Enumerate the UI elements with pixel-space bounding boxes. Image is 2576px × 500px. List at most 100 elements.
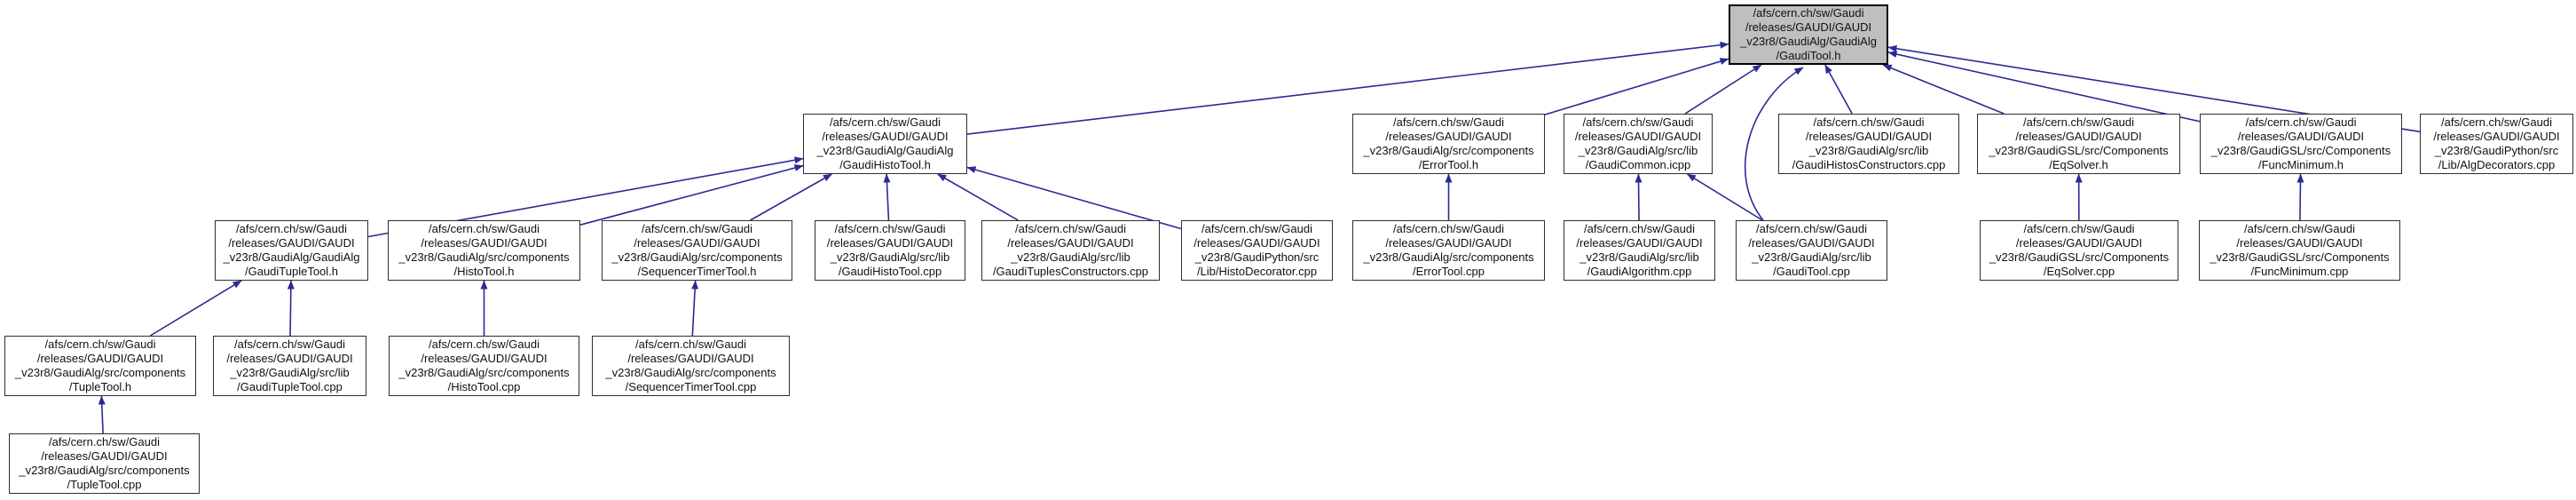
node-label-line: /afs/cern.ch/sw/Gaudi — [1813, 115, 1925, 129]
node-label-line: _v23r8/GaudiAlg/src/components — [14, 366, 186, 379]
node-label-line: _v23r8/GaudiAlg/GaudiAlg — [816, 144, 954, 157]
node-label-line: /releases/GAUDI/GAUDI — [1007, 236, 1134, 250]
node-label-line: /afs/cern.ch/sw/Gaudi — [642, 222, 752, 235]
graph-node-gaudihistosconstructors-cpp[interactable]: /afs/cern.ch/sw/Gaudi/releases/GAUDI/GAU… — [1778, 114, 1959, 174]
node-label-line: /afs/cern.ch/sw/Gaudi — [2245, 115, 2357, 129]
node-label-line: _v23r8/GaudiAlg/GaudiAlg — [1740, 35, 1877, 48]
node-label-line: /afs/cern.ch/sw/Gaudi — [1756, 222, 1867, 235]
node-label-line: /releases/GAUDI/GAUDI — [421, 236, 547, 250]
graph-node-gaudihistotool-cpp[interactable]: /afs/cern.ch/sw/Gaudi/releases/GAUDI/GAU… — [815, 220, 965, 281]
node-label-line: /GaudiHistoTool.h — [839, 158, 931, 171]
node-label-line: /GaudiTool.h — [1776, 49, 1841, 62]
node-label-line: /Lib/HistoDecorator.cpp — [1196, 265, 1318, 278]
graph-node-gauditupletool-h[interactable]: /afs/cern.ch/sw/Gaudi/releases/GAUDI/GAU… — [215, 220, 368, 281]
node-label-line: /releases/GAUDI/GAUDI — [634, 236, 760, 250]
node-label-line: /TupleTool.cpp — [67, 478, 142, 491]
node-label-line: /SequencerTimerTool.cpp — [625, 380, 757, 393]
node-label-line: /releases/GAUDI/GAUDI — [1574, 130, 1702, 143]
node-label-line: /GaudiAlgorithm.cpp — [1587, 265, 1692, 278]
edge-histodecorator-cpp-to-gaudihistotool-h — [966, 166, 1182, 230]
node-label-line: _v23r8/GaudiAlg/src/components — [398, 250, 570, 264]
edge-tupletool-h-to-gauditupletool-h — [149, 280, 242, 337]
graph-node-histotool-h[interactable]: /afs/cern.ch/sw/Gaudi/releases/GAUDI/GAU… — [388, 220, 580, 281]
graph-node-histotool-cpp[interactable]: /afs/cern.ch/sw/Gaudi/releases/GAUDI/GAU… — [389, 336, 579, 396]
graph-node-gaudihistotool-h[interactable]: /afs/cern.ch/sw/Gaudi/releases/GAUDI/GAU… — [803, 114, 967, 174]
node-label-line: /GaudiTupleTool.cpp — [237, 380, 343, 393]
node-label-line: /afs/cern.ch/sw/Gaudi — [1015, 222, 1126, 235]
graph-node-tupletool-h[interactable]: /afs/cern.ch/sw/Gaudi/releases/GAUDI/GAU… — [4, 336, 196, 396]
edge-gaudihistosconstructors-cpp-to-gauditool-h — [1824, 64, 1853, 115]
edge-sequencertimertool-cpp-to-sequencertimertool-h — [691, 280, 699, 337]
node-label-line: _v23r8/GaudiGSL/src/Components — [1989, 144, 2169, 157]
node-label-line: /afs/cern.ch/sw/Gaudi — [236, 222, 347, 235]
graph-node-sequencertimertool-cpp[interactable]: /afs/cern.ch/sw/Gaudi/releases/GAUDI/GAU… — [592, 336, 790, 396]
graph-node-errortool-cpp[interactable]: /afs/cern.ch/sw/Gaudi/releases/GAUDI/GAU… — [1352, 220, 1545, 281]
node-label-line: /FuncMinimum.h — [2257, 158, 2344, 171]
node-label-line: _v23r8/GaudiAlg/src/components — [1363, 144, 1534, 157]
node-label-line: _v23r8/GaudiAlg/GaudiAlg — [223, 250, 360, 264]
node-label-line: /GaudiHistosConstructors.cpp — [1792, 158, 1946, 171]
edge-gauditool-cpp-to-gaudicommon-icpp — [1686, 173, 1763, 221]
graph-node-sequencertimertool-h[interactable]: /afs/cern.ch/sw/Gaudi/releases/GAUDI/GAU… — [602, 220, 792, 281]
node-label-line: _v23r8/GaudiPython/src — [2434, 144, 2559, 157]
node-label-line: /HistoTool.cpp — [447, 380, 521, 393]
node-label-line: _v23r8/GaudiAlg/src/lib — [1752, 250, 1871, 264]
edge-funcminimum-h-to-gauditool-h — [1887, 51, 2201, 123]
graph-node-tupletool-cpp[interactable]: /afs/cern.ch/sw/Gaudi/releases/GAUDI/GAU… — [9, 433, 200, 494]
graph-node-eqsolver-h[interactable]: /afs/cern.ch/sw/Gaudi/releases/GAUDI/GAU… — [1977, 114, 2180, 174]
node-label-line: /HistoTool.h — [453, 265, 515, 278]
node-label-line: /GaudiTuplesConstructors.cpp — [992, 265, 1149, 278]
edge-sequencertimertool-h-to-gaudihistotool-h — [750, 173, 832, 221]
node-label-line: /ErrorTool.cpp — [1413, 265, 1485, 278]
node-label-line: /releases/GAUDI/GAUDI — [2237, 130, 2365, 143]
edge-gaudialgorithm-cpp-to-gaudicommon-icpp — [1635, 173, 1642, 221]
node-label-line: /releases/GAUDI/GAUDI — [36, 352, 164, 365]
node-label-line: /releases/GAUDI/GAUDI — [1193, 236, 1320, 250]
graph-node-gaudialgorithm-cpp[interactable]: /afs/cern.ch/sw/Gaudi/releases/GAUDI/GAU… — [1564, 220, 1715, 281]
graph-node-algdecorators-cpp[interactable]: /afs/cern.ch/sw/Gaudi/releases/GAUDI/GAU… — [2420, 114, 2573, 174]
graph-node-eqsolver-cpp[interactable]: /afs/cern.ch/sw/Gaudi/releases/GAUDI/GAU… — [1980, 220, 2178, 281]
graph-node-gauditupletool-cpp[interactable]: /afs/cern.ch/sw/Gaudi/releases/GAUDI/GAU… — [213, 336, 366, 396]
node-label-line: /EqSolver.h — [2049, 158, 2108, 171]
graph-node-gaudituplesconstructors-cpp[interactable]: /afs/cern.ch/sw/Gaudi/releases/GAUDI/GAU… — [981, 220, 1160, 281]
graph-node-histodecorator-cpp[interactable]: /afs/cern.ch/sw/Gaudi/releases/GAUDI/GAU… — [1181, 220, 1333, 281]
node-label-line: _v23r8/GaudiAlg/src/lib — [1011, 250, 1130, 264]
node-label-line: _v23r8/GaudiAlg/src/components — [19, 464, 190, 477]
node-label-line: /afs/cern.ch/sw/Gaudi — [834, 222, 946, 235]
edge-errortool-h-to-gauditool-h — [1544, 58, 1729, 115]
node-label-line: /releases/GAUDI/GAUDI — [1385, 130, 1512, 143]
node-label-line: /Lib/AlgDecorators.cpp — [2438, 158, 2556, 171]
node-label-line: _v23r8/GaudiAlg/src/components — [1363, 250, 1534, 264]
graph-node-gauditool-h[interactable]: /afs/cern.ch/sw/Gaudi/releases/GAUDI/GAU… — [1729, 4, 1888, 65]
node-label-line: /releases/GAUDI/GAUDI — [826, 236, 954, 250]
node-label-line: _v23r8/GaudiGSL/src/Components — [2210, 144, 2391, 157]
node-label-line: _v23r8/GaudiAlg/src/lib — [1578, 144, 1698, 157]
graph-node-gauditool-cpp[interactable]: /afs/cern.ch/sw/Gaudi/releases/GAUDI/GAU… — [1736, 220, 1887, 281]
node-label-line: _v23r8/GaudiGSL/src/Components — [2210, 250, 2390, 264]
node-label-line: /releases/GAUDI/GAUDI — [1576, 236, 1703, 250]
node-label-line: _v23r8/GaudiAlg/src/lib — [1579, 250, 1699, 264]
node-label-line: /releases/GAUDI/GAUDI — [41, 449, 168, 463]
edge-gaudituplesconstructors-cpp-to-gaudihistotool-h — [937, 173, 1019, 221]
node-label-line: /releases/GAUDI/GAUDI — [226, 352, 353, 365]
graph-node-funcminimum-h[interactable]: /afs/cern.ch/sw/Gaudi/releases/GAUDI/GAU… — [2200, 114, 2402, 174]
node-label-line: _v23r8/GaudiPython/src — [1194, 250, 1320, 264]
node-label-line: /releases/GAUDI/GAUDI — [1745, 20, 1872, 34]
node-label-line: /releases/GAUDI/GAUDI — [2236, 236, 2363, 250]
node-label-line: _v23r8/GaudiAlg/src/lib — [1808, 144, 1929, 157]
graph-node-errortool-h[interactable]: /afs/cern.ch/sw/Gaudi/releases/GAUDI/GAU… — [1352, 114, 1545, 174]
node-label-line: /afs/cern.ch/sw/Gaudi — [2023, 222, 2135, 235]
node-label-line: /afs/cern.ch/sw/Gaudi — [44, 337, 156, 351]
node-label-line: /GaudiCommon.icpp — [1585, 158, 1691, 171]
node-label-line: /afs/cern.ch/sw/Gaudi — [2441, 115, 2552, 129]
node-label-line: _v23r8/GaudiGSL/src/Components — [1989, 250, 2170, 264]
node-label-line: /afs/cern.ch/sw/Gaudi — [429, 222, 540, 235]
node-label-line: /GaudiTupleTool.h — [244, 265, 339, 278]
node-label-line: /TupleTool.h — [68, 380, 132, 393]
node-label-line: _v23r8/GaudiAlg/src/components — [605, 366, 776, 379]
graph-node-funcminimum-cpp[interactable]: /afs/cern.ch/sw/Gaudi/releases/GAUDI/GAU… — [2199, 220, 2400, 281]
graph-node-gaudicommon-icpp[interactable]: /afs/cern.ch/sw/Gaudi/releases/GAUDI/GAU… — [1564, 114, 1713, 174]
node-label-line: /releases/GAUDI/GAUDI — [2015, 130, 2142, 143]
